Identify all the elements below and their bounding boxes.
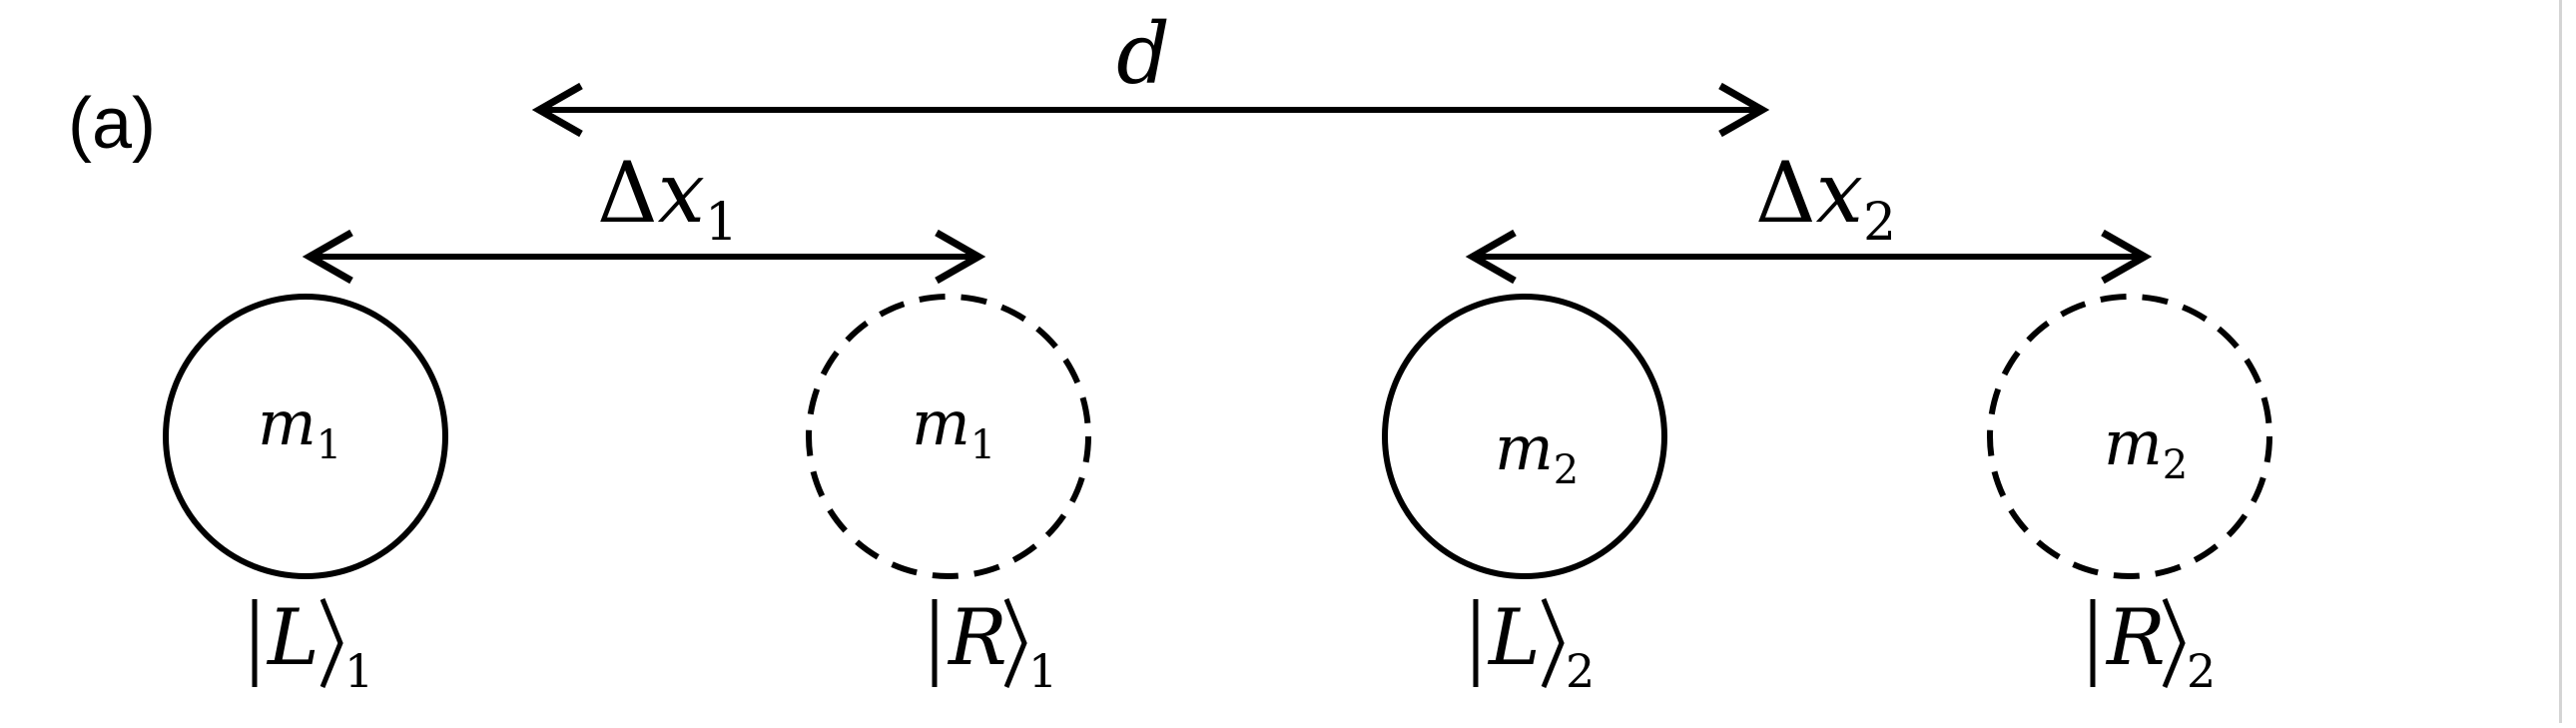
ket-3: L 2 (1473, 593, 1595, 698)
mass-label-1: m1 (258, 386, 341, 468)
ket-angle (1541, 598, 1565, 688)
spread-label-1: Δx1 (597, 144, 738, 253)
ket-label: R (947, 593, 1007, 683)
separation-label: d (1116, 5, 1170, 103)
mass-1-right-circle (806, 294, 1091, 579)
panel-label: (a) (68, 84, 156, 164)
page-edge-divider (2559, 0, 2562, 723)
ket-angle (2162, 598, 2186, 688)
mass-label-3: m2 (1495, 411, 1579, 493)
ket-subscript: 2 (2187, 644, 2216, 698)
ket-4: R 2 (2090, 593, 2216, 698)
mass-1-left-circle (163, 294, 448, 579)
mass-label-2: m1 (912, 386, 995, 468)
mass-label-4: m2 (2104, 406, 2188, 488)
spread-label-2: Δx2 (1755, 144, 1896, 253)
ket-subscript: 2 (1566, 644, 1595, 698)
ket-2: R 1 (932, 593, 1057, 698)
ket-angle (1003, 598, 1027, 688)
ket-label: R (2105, 593, 2166, 683)
ket-label: L (1487, 593, 1541, 683)
ket-subscript: 1 (344, 644, 373, 698)
ket-1: L 1 (252, 593, 373, 698)
mass-2-left-circle (1382, 294, 1667, 579)
mass-2-right-circle (1987, 294, 2272, 579)
ket-subscript: 1 (1028, 644, 1057, 698)
ket-angle (320, 598, 343, 688)
ket-label: L (266, 593, 320, 683)
